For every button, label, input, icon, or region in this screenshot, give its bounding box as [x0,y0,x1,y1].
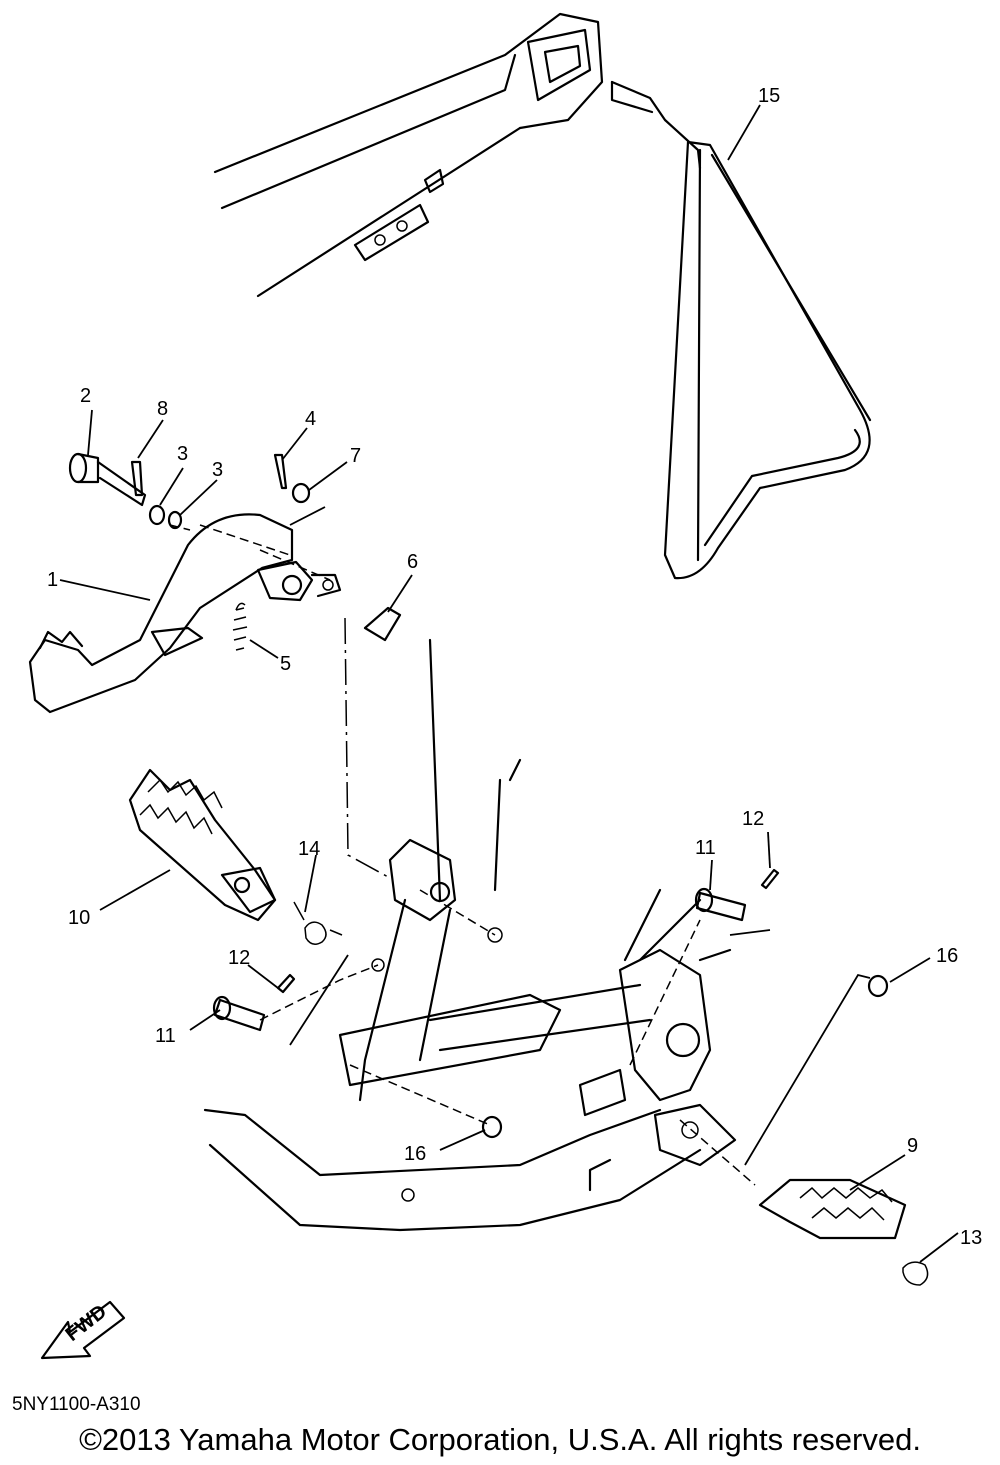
callout-16a: 16 [936,945,958,967]
callout-11b: 11 [695,837,716,859]
callout-1: 1 [47,569,58,591]
right-footrest [758,1178,929,1286]
callout-3a: 3 [177,443,188,465]
callout-7: 7 [350,445,361,467]
callout-3b: 3 [212,459,223,481]
callout-4: 4 [305,408,316,430]
callout-14: 14 [298,838,320,860]
callout-2: 2 [80,385,91,407]
callout-labels: 1 2 3 3 4 5 6 7 8 9 10 11 11 12 12 13 14… [47,85,982,1249]
callout-16b: 16 [404,1143,426,1165]
callout-5: 5 [280,653,291,675]
brake-pedal [28,513,342,714]
pivot-bolt [68,452,183,530]
side-stand [610,80,872,580]
callout-8: 8 [157,398,168,420]
callout-13: 13 [960,1227,982,1249]
leader-lines [59,104,959,1263]
drawing-code: 5NY1100-A310 [12,1394,141,1415]
callout-6: 6 [407,551,418,573]
swingarm [213,12,604,298]
copyright-notice: ©2013 Yamaha Motor Corporation, U.S.A. A… [79,1422,921,1457]
callout-10: 10 [68,907,90,929]
pins-and-washers [212,868,889,1139]
small-hardware [232,453,402,651]
left-footrest [128,768,343,945]
callout-9: 9 [907,1135,918,1157]
callout-11a: 11 [155,1025,176,1047]
assembly-lines [169,506,871,1186]
callout-12a: 12 [228,947,250,969]
frame [203,638,737,1232]
fwd-arrow: FWD [40,1301,126,1360]
callout-15: 15 [758,85,780,107]
callout-12b: 12 [742,808,764,830]
